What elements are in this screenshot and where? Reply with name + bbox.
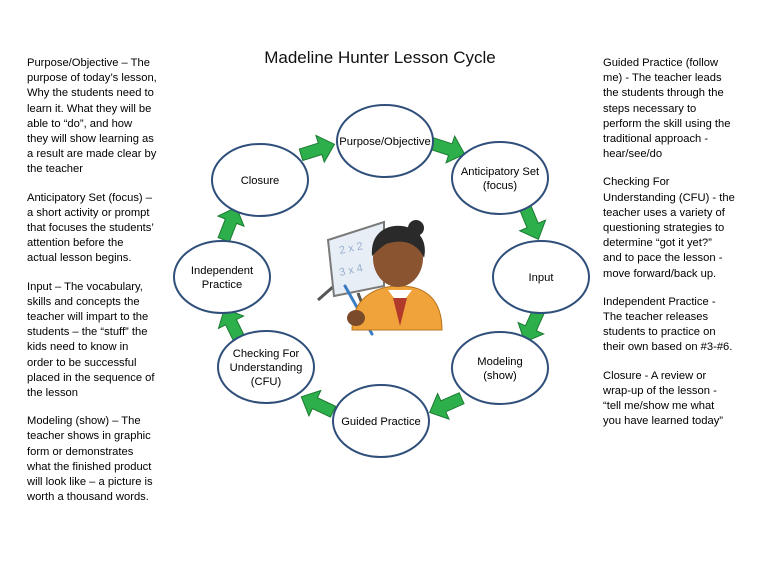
cycle-node-label: (CFU) — [251, 376, 282, 388]
cycle-node-label: Input — [529, 272, 555, 284]
cycle-node-ellipse — [211, 143, 309, 217]
board-text-line-1: 2 x 2 — [338, 240, 364, 257]
cycle-node-ellipse — [173, 240, 271, 314]
diagram-title: Madeline Hunter Lesson Cycle — [264, 48, 496, 67]
cycle-node-ellipse — [332, 384, 430, 458]
arrow-shape — [518, 204, 547, 241]
description-cfu: Checking For Understanding (CFU) - the t… — [603, 176, 735, 280]
right-arrow-icon — [216, 206, 245, 243]
right-arrow-icon — [428, 392, 465, 420]
cycle-node-anticipatory-set: Anticipatory Set (focus) — [451, 141, 549, 215]
cycle-node-label: (show) — [483, 370, 517, 382]
cycle-node-label: Guided Practice — [341, 416, 421, 428]
board-text-line-2: 3 x 4 — [338, 262, 364, 279]
cycle-node-modeling: Modeling (show) — [451, 331, 549, 405]
cycle-node-input: Input — [492, 240, 590, 314]
description-anticipatory-set: Anticipatory Set (focus) – a short activ… — [27, 191, 154, 265]
cycle-node-purpose-objective: Purpose/Objective — [336, 104, 434, 178]
left-descriptions: Purpose/Objective – The purpose of today… — [27, 56, 167, 518]
description-guided-practice: Guided Practice (follow me) - The teache… — [603, 57, 731, 161]
cycle-node-ellipse — [451, 331, 549, 405]
right-arrow-icon — [300, 389, 337, 418]
cycle-node-label: Practice — [202, 279, 242, 291]
description-closure: Closure - A review or wrap-up of the les… — [603, 369, 724, 428]
arrow-shape — [298, 134, 336, 164]
cycle-node-label: Closure — [241, 175, 280, 187]
cycle-node-ellipse — [336, 104, 434, 178]
cycle-node-label: Modeling — [477, 356, 522, 368]
cycle-node-label: Checking For — [233, 348, 300, 360]
cycle-node-guided-practice: Guided Practice — [332, 384, 430, 458]
description-independent-practice: Independent Practice - The teacher relea… — [603, 295, 733, 354]
cycle-node-label: (focus) — [483, 180, 517, 192]
cycle-node-ellipse — [451, 141, 549, 215]
cycle-node-ellipse — [217, 330, 315, 404]
description-modeling: Modeling (show) – The teacher shows in g… — [27, 415, 153, 504]
description-input: Input – The vocabulary, skills and conce… — [27, 280, 155, 400]
right-arrow-icon — [298, 134, 336, 164]
cycle-node-label: Purpose/Objective — [339, 136, 430, 148]
right-arrow-icon — [428, 134, 466, 164]
teacher-at-whiteboard-icon: 2 x 2 3 x 4 — [317, 220, 443, 336]
cycle-node-label: Anticipatory Set — [461, 166, 540, 178]
cycle-node-ellipse — [492, 240, 590, 314]
description-purpose: Purpose/Objective – The purpose of today… — [27, 57, 157, 176]
arrow-shape — [428, 392, 465, 420]
arrow-shape — [300, 389, 337, 418]
arrow-shape — [216, 206, 245, 243]
cycle-node-label: Independent — [191, 265, 254, 277]
right-arrow-icon — [518, 204, 547, 241]
cycle-node-label: Understanding — [230, 362, 303, 374]
right-descriptions: Guided Practice (follow me) - The teache… — [603, 56, 753, 442]
cycle-node-closure: Closure — [211, 143, 309, 217]
arrow-shape — [428, 134, 466, 164]
